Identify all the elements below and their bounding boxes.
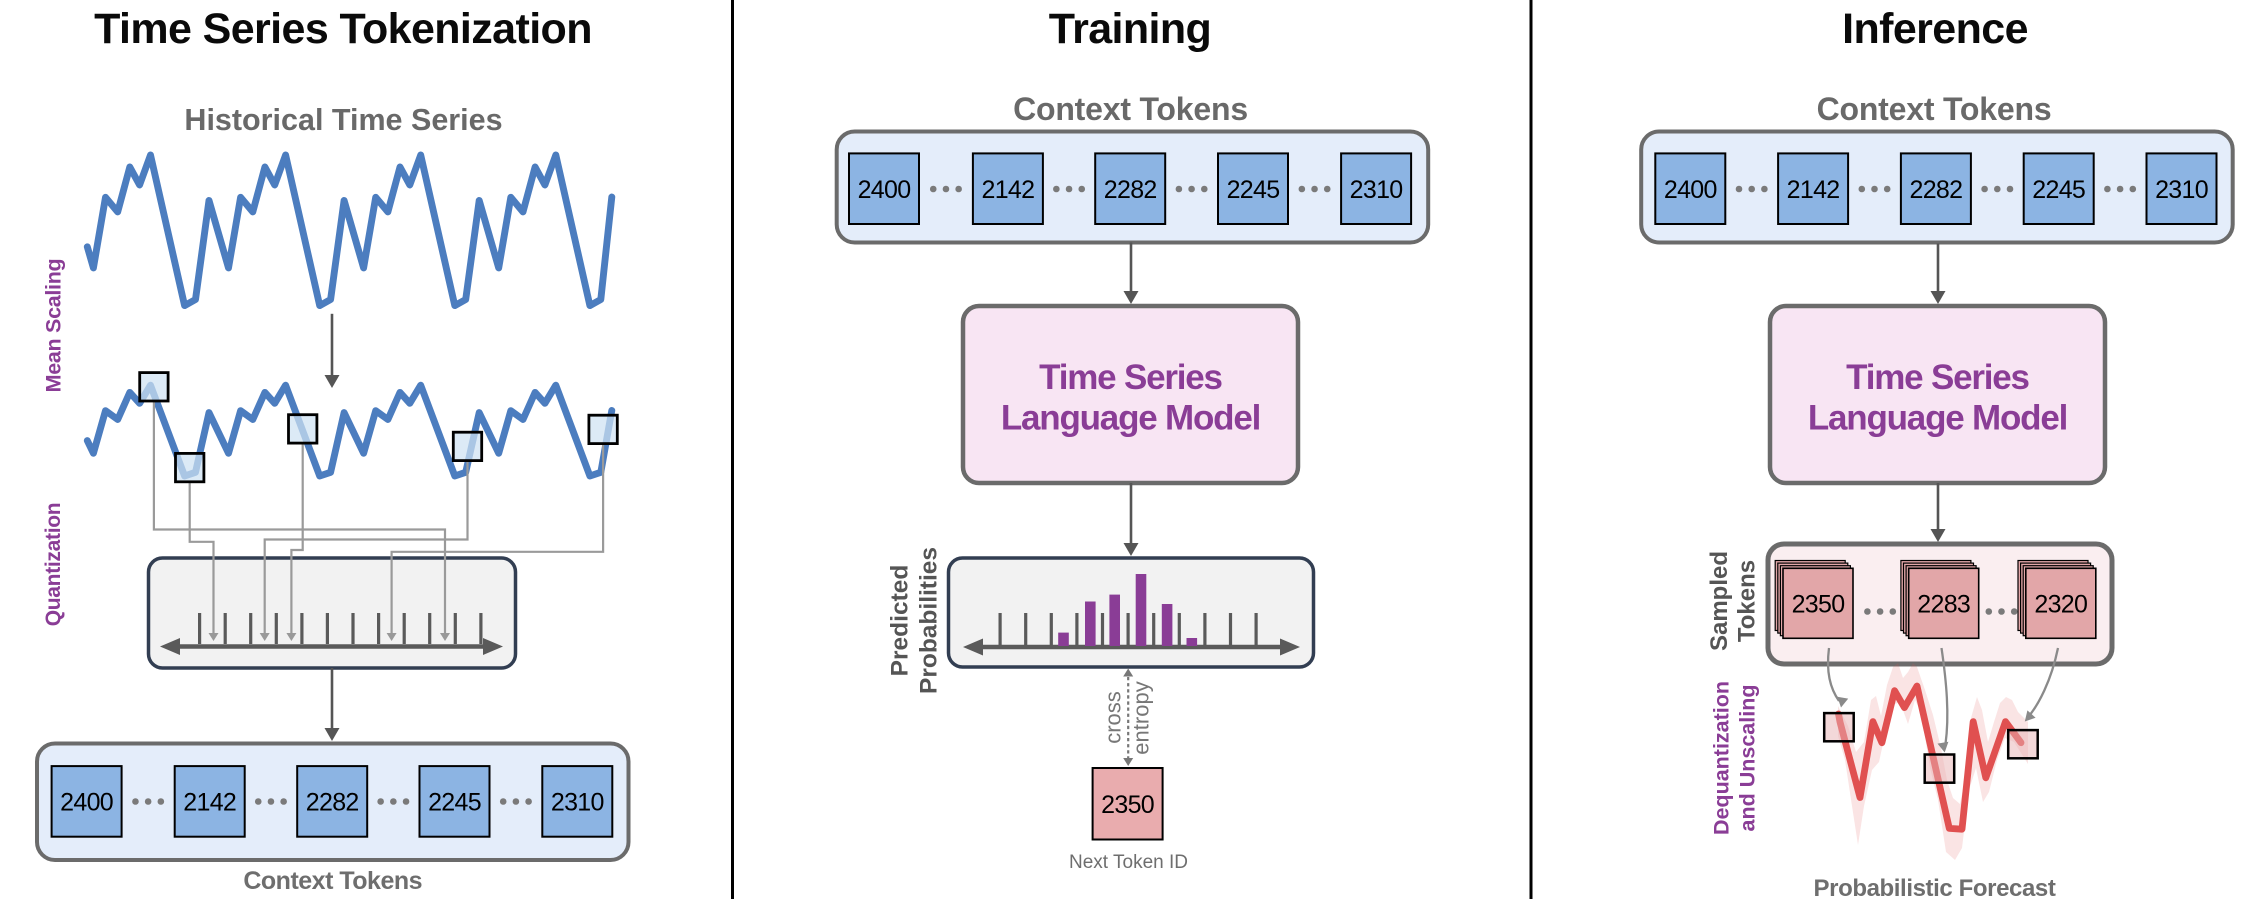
svg-text:2310: 2310 [2155, 176, 2208, 204]
svg-text:2400: 2400 [1664, 176, 1717, 204]
svg-text:cross: cross [1101, 691, 1126, 744]
svg-text:Context Tokens: Context Tokens [1013, 91, 1248, 127]
svg-text:Language Model: Language Model [1001, 399, 1260, 438]
svg-text:2245: 2245 [428, 789, 481, 817]
svg-text:Probabilities: Probabilities [916, 547, 943, 694]
svg-text:Tokens: Tokens [1734, 560, 1761, 642]
svg-text:Next Token ID: Next Token ID [1069, 852, 1188, 873]
svg-text:2283: 2283 [1917, 591, 1970, 619]
svg-text:Time Series Tokenization: Time Series Tokenization [94, 5, 592, 53]
svg-text:Predicted: Predicted [887, 565, 914, 677]
svg-text:2142: 2142 [981, 176, 1034, 204]
svg-text:entropy: entropy [1129, 681, 1154, 754]
svg-text:2245: 2245 [1227, 176, 1280, 204]
svg-text:Dequantization: Dequantization [1710, 681, 1734, 835]
svg-text:Training: Training [1049, 5, 1211, 53]
svg-text:2245: 2245 [2032, 176, 2085, 204]
svg-text:Time Series: Time Series [1039, 358, 1222, 397]
svg-text:2282: 2282 [306, 789, 359, 817]
svg-text:2400: 2400 [60, 789, 113, 817]
svg-text:2320: 2320 [2034, 591, 2087, 619]
svg-text:Context Tokens: Context Tokens [243, 867, 422, 895]
svg-text:2350: 2350 [1101, 791, 1154, 819]
svg-text:Mean Scaling: Mean Scaling [42, 259, 66, 393]
svg-text:Time Series: Time Series [1846, 358, 2029, 397]
svg-text:Inference: Inference [1842, 5, 2028, 53]
svg-text:Historical Time Series: Historical Time Series [184, 103, 502, 137]
svg-text:2142: 2142 [183, 789, 236, 817]
svg-text:Context Tokens: Context Tokens [1817, 91, 2052, 127]
svg-text:Probabilistic Forecast: Probabilistic Forecast [1814, 875, 2056, 902]
svg-text:Language Model: Language Model [1808, 399, 2067, 438]
svg-text:2310: 2310 [1350, 176, 1403, 204]
svg-text:Quantization: Quantization [42, 503, 65, 627]
svg-text:2282: 2282 [1104, 176, 1157, 204]
svg-text:Sampled: Sampled [1706, 551, 1733, 651]
svg-text:2400: 2400 [858, 176, 911, 204]
svg-text:2142: 2142 [1787, 176, 1840, 204]
svg-text:2310: 2310 [551, 789, 604, 817]
svg-text:2282: 2282 [1909, 176, 1962, 204]
svg-text:and Unscaling: and Unscaling [1736, 685, 1760, 832]
svg-text:2350: 2350 [1792, 591, 1845, 619]
